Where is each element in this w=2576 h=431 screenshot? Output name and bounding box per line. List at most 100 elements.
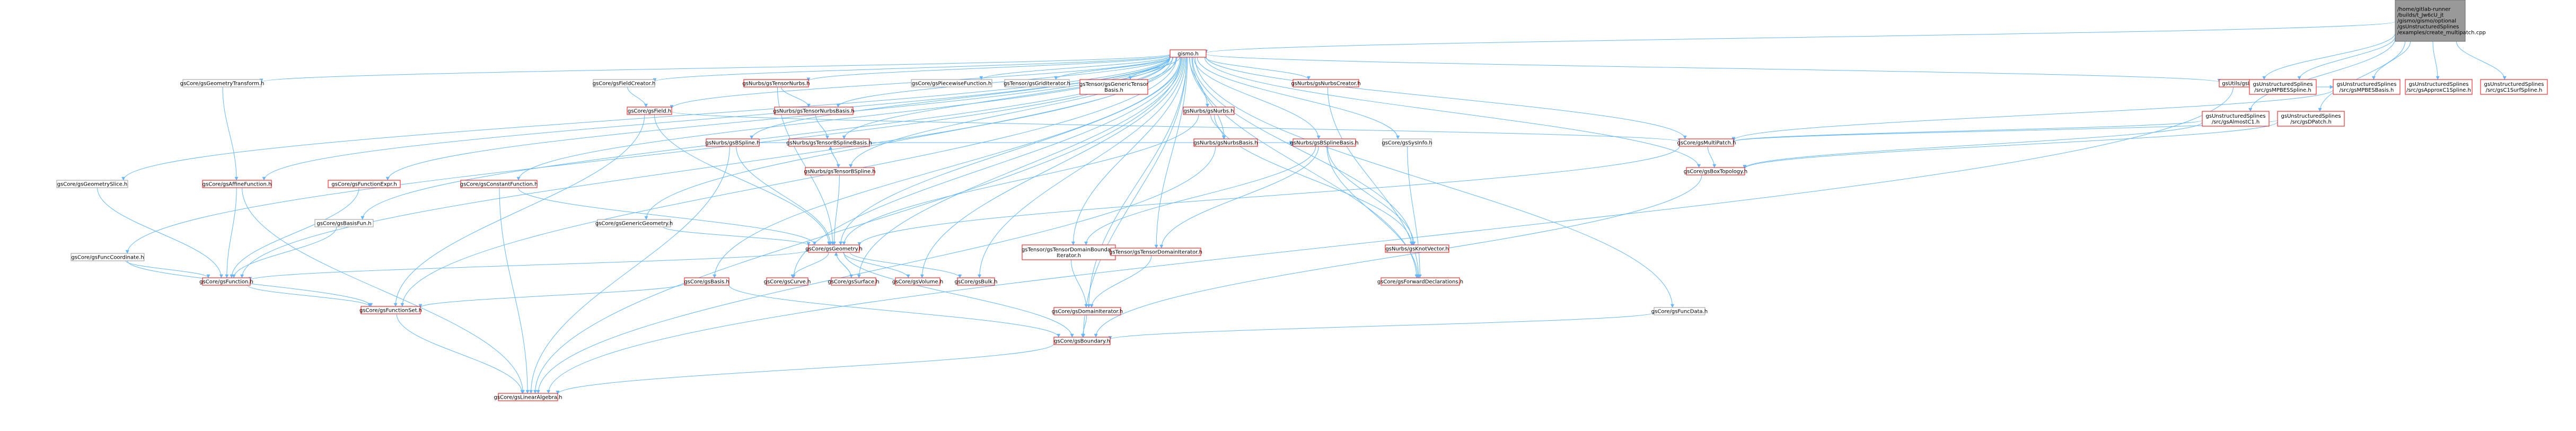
edge-gismo-to-tensornurbsbasis	[836, 56, 1171, 108]
edge-gismo-to-affine	[262, 56, 1171, 181]
node-label: /builds/t_Jw6cU_jt	[2397, 13, 2444, 19]
edge-gismo-to-geometry	[839, 57, 1182, 245]
node-nurbscreator[interactable]: gsNurbs/gsNurbsCreator.h	[1291, 79, 1361, 87]
node-box	[1679, 138, 1734, 147]
node-label: gsUnstructuredSplines	[2281, 113, 2341, 119]
node-box	[1053, 307, 1121, 315]
edge-geomtransform-to-affine	[222, 86, 239, 181]
edge-geomslice-to-function	[97, 187, 223, 278]
node-affine[interactable]: gsCore/gsAffineFunction.h	[202, 180, 272, 188]
node-label: Basis.h	[1104, 87, 1123, 93]
edge-bspline-to-linalg	[529, 146, 730, 394]
node-label: gsCore/gsFunctionSet.h	[359, 308, 422, 314]
edge-gismo-to-tdbi	[1071, 57, 1186, 245]
graph-nodes: /home/gitlab-runner/builds/t_Jw6cU_jt/gi…	[56, 0, 2548, 401]
node-label: gsCore/gsAffineFunction.h	[203, 182, 272, 188]
edge-gismo-to-basis	[713, 57, 1181, 278]
node-funcdata[interactable]: gsCore/gsFuncData.h	[1651, 307, 1708, 315]
edge-gismo-to-funcset	[400, 57, 1177, 307]
node-box	[2202, 111, 2270, 127]
node-knotvector[interactable]: gsNurbs/gsKnotVector.h	[1385, 244, 1449, 253]
node-label: gsTensor/gsGenericTensor	[1079, 82, 1149, 87]
node-tensornurbs[interactable]: gsNurbs/gsTensorNurbs.h	[742, 79, 810, 87]
node-box	[460, 180, 538, 188]
edge-geometry-to-function	[248, 250, 809, 281]
node-label: gsNurbs/gsNurbsCreator.h	[1291, 81, 1360, 87]
node-label: gsCore/gsCurve.h	[764, 279, 811, 285]
node-domainiter[interactable]: gsCore/gsDomainIterator.h	[1052, 307, 1123, 315]
node-gismo[interactable]: gismo.h	[1170, 49, 1207, 58]
node-approxc1[interactable]: gsUnstructuredSplines/src/gsApproxC1Spli…	[2405, 79, 2473, 95]
edge-tensorbspline-to-geometry	[832, 174, 840, 245]
node-griditer[interactable]: gsTensor/gsGridIterator.h	[1004, 79, 1070, 87]
node-boxtopology[interactable]: gsCore/gsBoxTopology.h	[1684, 167, 1747, 175]
node-funccoord[interactable]: gsCore/gsFuncCoordinate.h	[71, 253, 145, 261]
node-label: gsCore/gsGeometryTransform.h	[180, 81, 265, 87]
node-geometry[interactable]: gsCore/gsGeometry.h	[805, 244, 863, 253]
node-label: gsCore/gsBulk.h	[955, 279, 998, 285]
edge-affine-to-linalg	[242, 187, 525, 394]
node-genericgeom[interactable]: gsCore/gsGenericGeometry.h	[595, 219, 673, 227]
node-piecewise[interactable]: gsCore/gsPiecewiseFunction.h	[911, 79, 992, 87]
node-funcset[interactable]: gsCore/gsFunctionSet.h	[359, 306, 422, 314]
node-nurbs[interactable]: gsNurbs/gsNurbs.h	[1183, 107, 1235, 115]
node-label: /src/gsMPBESBasis.h	[2340, 87, 2394, 93]
node-dpatch[interactable]: gsUnstructuredSplines/src/gsDPatch.h	[2277, 111, 2345, 127]
node-box	[2277, 111, 2345, 127]
node-box	[1381, 277, 1460, 286]
node-box	[1293, 79, 1359, 87]
node-c1surf[interactable]: gsUnstructuredSplines/src/gsC1SurfSpline…	[2480, 79, 2548, 95]
edge-gismo-to-geomslice	[121, 55, 1171, 181]
node-constfunc[interactable]: gsCore/gsConstantFunction.h	[460, 180, 538, 188]
node-mpbesbasis[interactable]: gsUnstructuredSplines/src/gsMPBESBasis.h	[2333, 79, 2401, 95]
node-sysinfo[interactable]: gsCore/gsSysInfo.h	[1382, 138, 1432, 147]
node-label: gismo.h	[1177, 51, 1199, 57]
node-tensorbspline[interactable]: gsNurbs/gsTensorBSpline.h	[804, 167, 876, 175]
edge-nurbsbasis-to-linalg	[536, 146, 1216, 394]
edge-geometry-to-boundary	[843, 252, 1074, 338]
node-label: gsCore/gsSurface.h	[828, 279, 879, 285]
node-geomslice[interactable]: gsCore/gsGeometrySlice.h	[56, 180, 128, 188]
node-box	[2405, 79, 2473, 95]
node-box	[957, 277, 995, 286]
node-curve[interactable]: gsCore/gsCurve.h	[764, 277, 811, 286]
node-label: gsTensor/gsTensorDomainBoundary	[1022, 247, 1116, 253]
node-label: gsCore/gsGeometrySlice.h	[57, 182, 128, 188]
node-field[interactable]: gsCore/gsField.h	[627, 107, 672, 115]
node-linalg[interactable]: gsCore/gsLinearAlgebra.h	[494, 393, 562, 401]
node-label: /examples/create_multipatch.cpp	[2397, 30, 2486, 36]
edge-gismo-to-bulk	[978, 57, 1185, 278]
edge-basis-to-funcset	[418, 283, 685, 308]
node-funcexpr[interactable]: gsCore/gsFunctionExpr.h	[328, 180, 401, 188]
node-multipatch[interactable]: gsCore/gsMultiPatch.h	[1677, 138, 1736, 147]
node-fwddecl[interactable]: gsCore/gsForwardDeclarations.h	[1377, 277, 1463, 286]
node-box	[2480, 79, 2548, 95]
node-nurbsbasis[interactable]: gsNurbs/gsNurbsBasis.h	[1193, 138, 1258, 147]
node-box	[1382, 138, 1432, 147]
node-box	[1183, 107, 1235, 115]
node-fieldcreator[interactable]: gsCore/gsFieldCreator.h	[593, 79, 656, 87]
edge-gismo-to-tensornurbs	[806, 55, 1171, 82]
node-label: /src/gsMPBESSpline.h	[2254, 87, 2311, 93]
node-function[interactable]: gsCore/gsFunction.h	[199, 277, 253, 286]
node-boundary[interactable]: gsCore/gsBoundary.h	[1053, 337, 1111, 345]
node-tensorbsplinebasis[interactable]: gsNurbs/gsTensorBSplineBasis.h	[786, 138, 872, 147]
node-box	[71, 253, 145, 261]
node-tensornurbsbasis[interactable]: gsNurbs/gsTensorNurbsBasis.h	[773, 107, 855, 115]
node-bspline[interactable]: gsNurbs/gsBSpline.h	[706, 138, 760, 147]
node-geomtransform[interactable]: gsCore/gsGeometryTransform.h	[180, 79, 265, 87]
node-tdi[interactable]: gsTensor/gsTensorDomainIterator.h	[1109, 248, 1202, 256]
node-bulk[interactable]: gsCore/gsBulk.h	[955, 277, 998, 286]
node-basisfun[interactable]: gsCore/gsBasisFun.h	[314, 219, 374, 227]
node-almostc1[interactable]: gsUnstructuredSplines/src/gsAlmostC1.h	[2202, 111, 2270, 127]
edge-gismo-to-tensorbspline	[849, 57, 1177, 168]
node-tdbi[interactable]: gsTensor/gsTensorDomainBoundaryIterator.…	[1022, 244, 1116, 260]
node-surface[interactable]: gsCore/gsSurface.h	[828, 277, 880, 286]
node-volume[interactable]: gsCore/gsVolume.h	[892, 277, 943, 286]
node-label: gsNurbs/gsTensorNurbs.h	[742, 81, 810, 87]
node-label: gsCore/gsFunction.h	[199, 279, 253, 285]
node-bsplinebasis[interactable]: gsNurbs/gsBSplineBasis.h	[1290, 138, 1359, 147]
node-basis[interactable]: gsCore/gsBasis.h	[684, 277, 729, 286]
node-mpbesspline[interactable]: gsUnstructuredSplines/src/gsMPBESSpline.…	[2249, 79, 2317, 95]
